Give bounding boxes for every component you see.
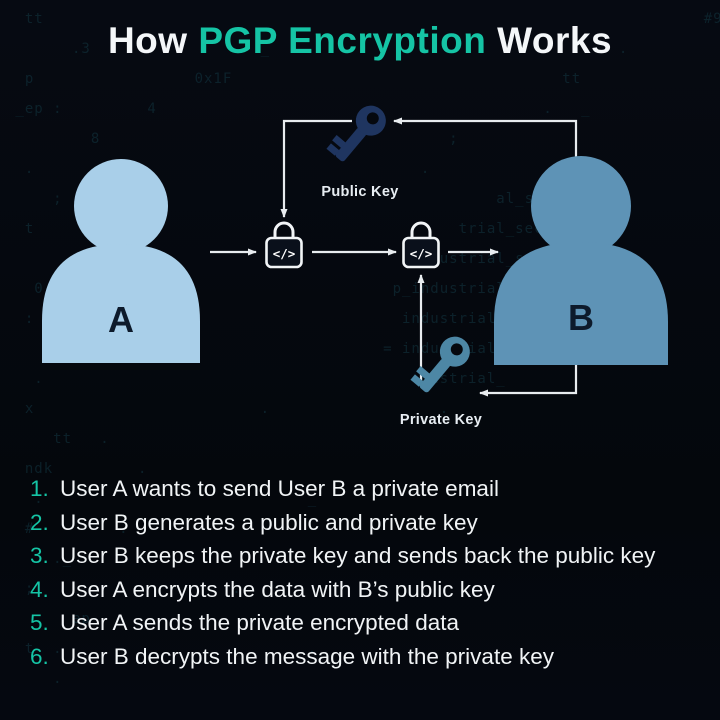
right-lock-code-glyph: </> [410,246,433,261]
step-text: User B decrypts the message with the pri… [60,643,554,669]
encryption-lock-right-icon: </> [402,221,440,269]
encryption-lock-left-icon: </> [265,221,303,269]
title-prefix: How [107,20,199,61]
arrow-b-to-private-key [479,364,578,397]
step-text: User A wants to send User B a private em… [60,476,499,501]
step-text: User A encrypts the data with B’s public… [60,576,495,602]
step-number: 1. [30,476,49,501]
arrow-b-to-public-key [393,117,578,162]
step-item: 5. User A sends the private encrypted da… [30,606,712,640]
step-item: 3. User B keeps the private key and send… [30,539,712,573]
public-key-icon [326,105,386,162]
public-key-label: Public Key [321,184,398,200]
left-lock-code-glyph: </> [273,246,296,261]
user-b-figure: B [494,156,668,365]
user-a-body [42,244,200,363]
step-number: 6. [30,643,49,669]
page-title: How PGP Encryption Works [0,20,720,62]
user-b-head [531,156,631,256]
step-number: 5. [30,610,49,635]
step-item: 4. User A encrypts the data with B’s pub… [30,573,712,607]
arrow-public-key-to-left-lock [280,119,352,218]
private-key-icon [410,336,470,393]
user-b-label: B [568,297,594,338]
title-highlight: PGP Encryption [198,20,487,61]
user-b-body [494,242,668,365]
private-key-label: Private Key [400,412,482,428]
user-a-head [74,159,168,253]
step-number: 2. [30,509,49,535]
step-text: User B generates a public and private ke… [60,509,478,535]
pgp-flow-diagram: A B </> </> Public Key [42,105,668,428]
title-suffix: Works [486,20,613,61]
user-a-label: A [108,299,134,340]
step-number: 3. [30,543,49,568]
step-text: User A sends the private encrypted data [60,610,459,635]
step-text: User B keeps the private key and sends b… [60,543,656,568]
steps-list: 1. User A wants to send User B a private… [30,472,712,673]
step-item: 2. User B generates a public and private… [30,506,712,540]
step-number: 4. [30,576,49,602]
user-a-figure: A [42,159,200,363]
step-item: 1. User A wants to send User B a private… [30,472,712,506]
step-item: 6. User B decrypts the message with the … [30,640,712,674]
